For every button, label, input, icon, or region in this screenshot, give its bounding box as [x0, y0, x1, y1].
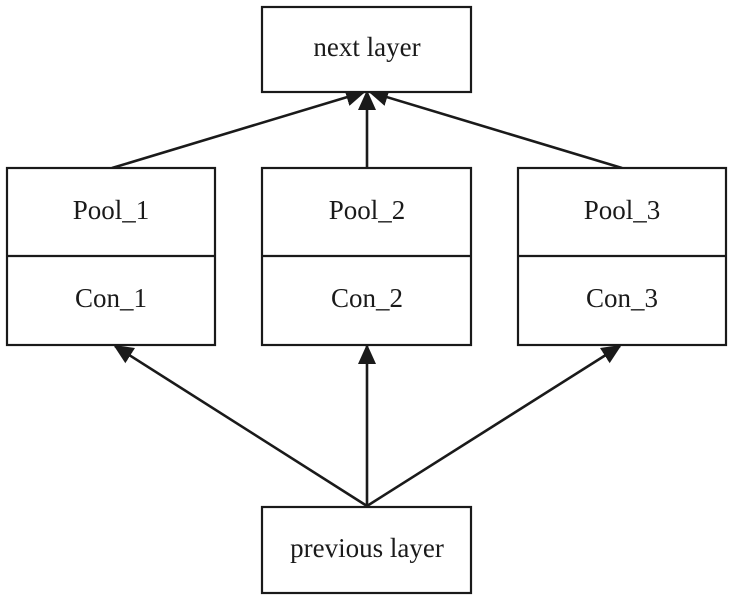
- edge-pool-3-to-next: [368, 88, 623, 170]
- con-2-label: Con_2: [331, 283, 403, 313]
- next-layer-label: next layer: [313, 32, 420, 62]
- branch-3: Pool_3 Con_3: [516, 166, 728, 347]
- output-edges: [111, 88, 623, 170]
- branch-1: Pool_1 Con_1: [5, 166, 217, 347]
- edge-previous-to-con-3: [366, 344, 622, 508]
- pool-2-label: Pool_2: [329, 195, 406, 225]
- branch-2: Pool_2 Con_2: [260, 166, 473, 347]
- edge-previous-to-con-1: [113, 344, 368, 508]
- con-1-label: Con_1: [75, 283, 147, 313]
- input-edges: [113, 344, 622, 508]
- pool-3-label: Pool_3: [584, 195, 661, 225]
- previous-layer-node: previous layer: [260, 505, 473, 595]
- con-3-label: Con_3: [586, 283, 658, 313]
- next-layer-node: next layer: [260, 5, 473, 94]
- edge-pool-1-to-next: [111, 88, 366, 170]
- pool-1-label: Pool_1: [73, 195, 150, 225]
- previous-layer-label: previous layer: [290, 533, 444, 563]
